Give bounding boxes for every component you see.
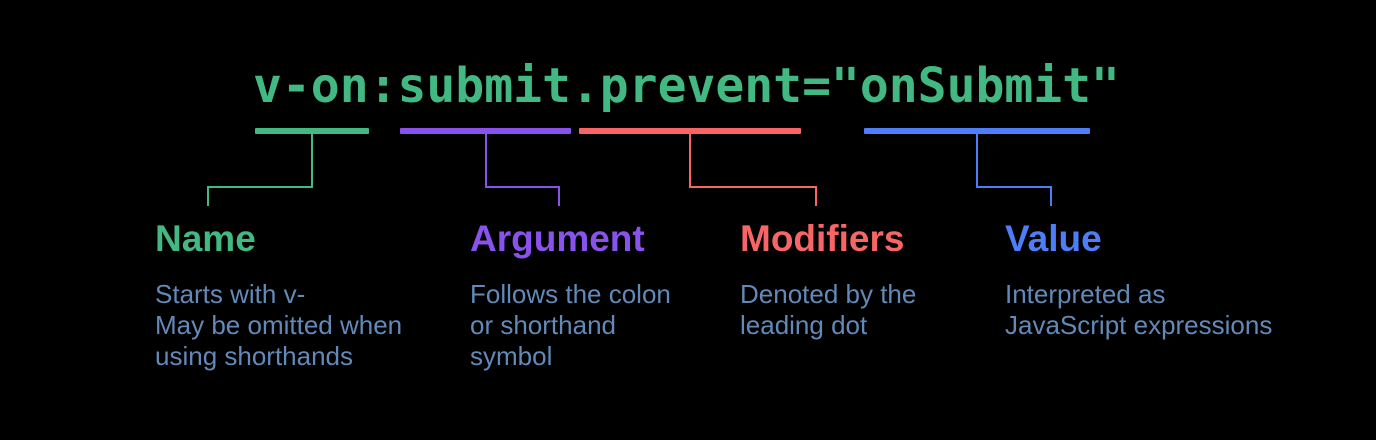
value-underline-bar bbox=[864, 128, 1090, 134]
name-connector-tick bbox=[207, 186, 209, 206]
modifiers-label: Modifiers bbox=[740, 218, 905, 259]
modifiers-connector-stem bbox=[689, 134, 691, 188]
modifiers-underline-bar bbox=[579, 128, 801, 134]
argument-underline-bar bbox=[400, 128, 571, 134]
value-connector-elbow bbox=[976, 186, 1052, 188]
modifiers-description: Denoted by the leading dot bbox=[740, 279, 917, 340]
value-connector-stem bbox=[976, 134, 978, 188]
modifiers-connector-elbow bbox=[689, 186, 817, 188]
argument-connector-tick bbox=[558, 186, 560, 206]
name-connector-stem bbox=[311, 134, 313, 188]
value-description: Interpreted as JavaScript expressions bbox=[1005, 279, 1273, 340]
name-label: Name bbox=[155, 218, 256, 259]
code-expression: v-on:submit.prevent="onSubmit" bbox=[253, 58, 1120, 114]
argument-label: Argument bbox=[470, 218, 645, 259]
name-connector-elbow bbox=[207, 186, 313, 188]
value-connector-tick bbox=[1050, 186, 1052, 206]
argument-connector-stem bbox=[485, 134, 487, 188]
name-underline-bar bbox=[255, 128, 369, 134]
modifiers-connector-tick bbox=[815, 186, 817, 206]
argument-description: Follows the colon or shorthand symbol bbox=[470, 279, 671, 371]
value-label: Value bbox=[1005, 218, 1102, 259]
argument-connector-elbow bbox=[485, 186, 560, 188]
name-description: Starts with v- May be omitted when using… bbox=[155, 279, 403, 371]
